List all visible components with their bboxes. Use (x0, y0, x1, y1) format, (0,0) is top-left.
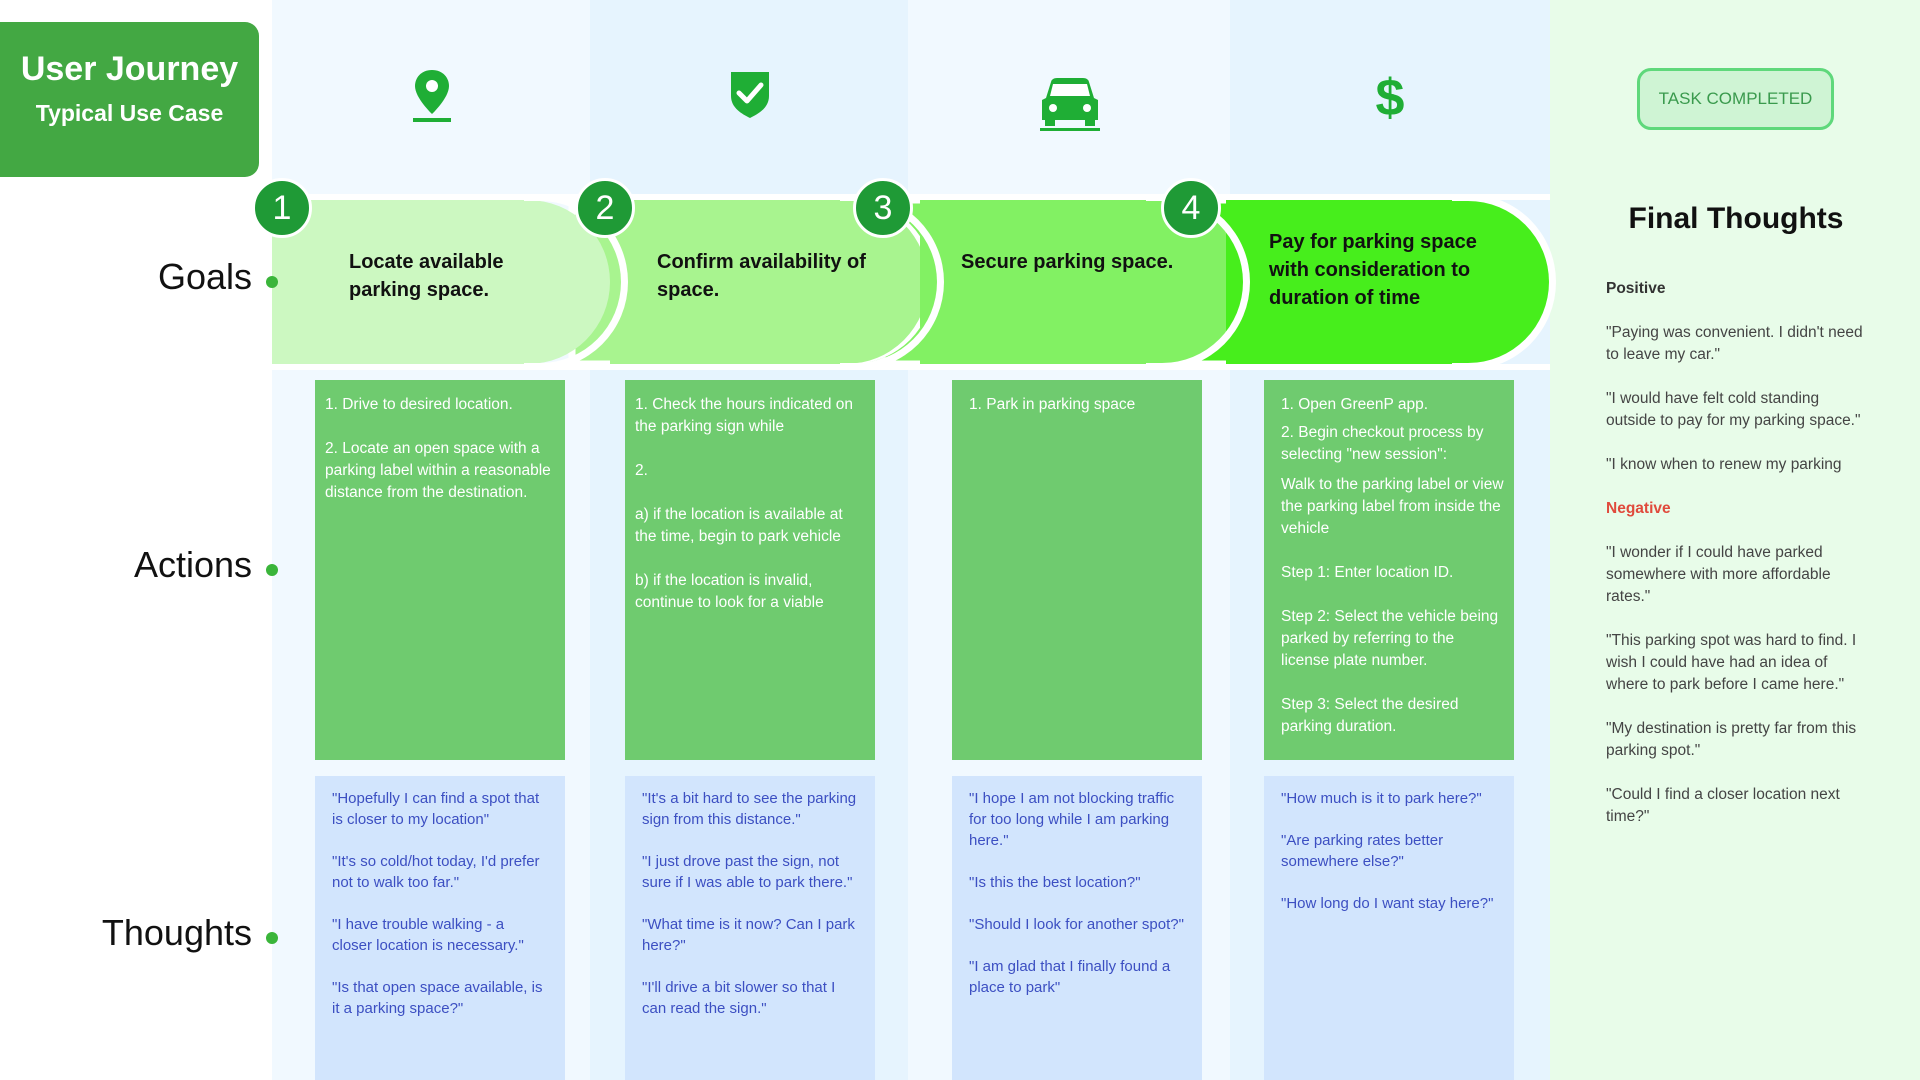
action-item: 1. Check the hours indicated on the park… (635, 396, 853, 435)
action-item: Step 1: Enter location ID. (1281, 564, 1454, 581)
final-thoughts-bg (1550, 0, 1920, 1080)
row-label-thoughts: Thoughts (101, 912, 252, 953)
thought-item: "How much is it to park here?" (1281, 790, 1482, 807)
actions-box-1: 1. Drive to desired location. 2. Locate … (315, 380, 565, 760)
thought-item: "I just drove past the sign, not sure if… (642, 853, 853, 891)
action-item: 2. (635, 462, 648, 479)
location-pin-icon (413, 70, 451, 122)
negative-thought: "I wonder if I could have parked somewhe… (1606, 544, 1831, 605)
action-item: b) if the location is invalid, continue … (635, 572, 824, 611)
goal-text-4: Pay for parking space with consideration… (1269, 231, 1477, 309)
action-item: a) if the location is available at the t… (635, 506, 843, 545)
action-item: 2. Locate an open space with a parking l… (325, 440, 551, 501)
final-thoughts-list: Positive "Paying was convenient. I didn'… (1606, 278, 1866, 850)
final-thoughts-title: Final Thoughts (1628, 202, 1844, 235)
goal-text-3: Secure parking space. (961, 251, 1174, 273)
thoughts-box-1: "Hopefully I can find a spot that is clo… (315, 776, 565, 1080)
page-title: User Journey (20, 50, 239, 88)
thought-item: "Are parking rates better somewhere else… (1281, 832, 1444, 870)
negative-thought: "Could I find a closer location next tim… (1606, 786, 1840, 825)
step-number-4: 4 (1161, 178, 1221, 238)
goal-text-2: Confirm availability of space. (657, 251, 866, 301)
row-label-actions: Actions (133, 544, 252, 585)
negative-heading: Negative (1606, 500, 1671, 517)
action-item: 1. Drive to desired location. (325, 396, 513, 413)
positive-thought: "Paying was convenient. I didn't need to… (1606, 324, 1863, 363)
row-dot-thoughts (266, 932, 278, 944)
action-item: Walk to the parking label or view the pa… (1281, 476, 1504, 537)
negative-thought: "My destination is pretty far from this … (1606, 720, 1857, 759)
task-completed-badge: TASK COMPLETED (1637, 68, 1834, 130)
actions-box-4: 1. Open GreenP app. 2. Begin checkout pr… (1264, 380, 1514, 760)
thought-item: "I hope I am not blocking traffic for to… (969, 790, 1175, 849)
thoughts-box-4: "How much is it to park here?" "Are park… (1264, 776, 1514, 1080)
step-number-1: 1 (252, 178, 312, 238)
actions-box-2: 1. Check the hours indicated on the park… (625, 380, 875, 760)
positive-thought: "I know when to renew my parking (1606, 456, 1842, 473)
page-subtitle: Typical Use Case (35, 100, 224, 126)
thought-item: "It's so cold/hot today, I'd prefer not … (332, 853, 540, 891)
dollar-sign-icon: $ (1375, 69, 1405, 127)
positive-thought: "I would have felt cold standing outside… (1606, 390, 1861, 429)
row-label-goals: Goals (157, 256, 252, 297)
step-number-3: 3 (853, 178, 913, 238)
row-dot-actions (266, 564, 278, 576)
thought-item: "I am glad that I finally found a place … (969, 958, 1171, 996)
thought-item: "What time is it now? Can I park here?" (642, 916, 855, 954)
thought-item: "Should I look for another spot?" (969, 916, 1184, 933)
negative-thought: "This parking spot was hard to find. I w… (1606, 632, 1857, 693)
thought-item: "I'll drive a bit slower so that I can r… (642, 979, 836, 1017)
goal-text-1: Locate available parking space. (349, 251, 504, 301)
action-item: 1. Open GreenP app. (1281, 396, 1429, 413)
row-dot-goals (266, 276, 278, 288)
action-item: Step 3: Select the desired parking durat… (1281, 696, 1459, 735)
thoughts-box-2: "It's a bit hard to see the parking sign… (625, 776, 875, 1080)
action-item: 2. Begin checkout process by selecting "… (1281, 424, 1484, 463)
thought-item: "Is that open space available, is it a p… (332, 979, 543, 1017)
thought-item: "It's a bit hard to see the parking sign… (642, 790, 857, 828)
shield-check-icon (731, 72, 769, 118)
thought-item: "Is this the best location?" (969, 874, 1141, 891)
step-number-2: 2 (575, 178, 635, 238)
thoughts-box-3: "I hope I am not blocking traffic for to… (952, 776, 1202, 1080)
thought-item: "I have trouble walking - a closer locat… (332, 916, 524, 954)
title-card: User Journey Typical Use Case (0, 22, 259, 177)
thought-item: "How long do I want stay here?" (1281, 895, 1494, 912)
actions-box-3: 1. Park in parking space (952, 380, 1202, 760)
action-item: 1. Park in parking space (969, 396, 1136, 413)
thought-item: "Hopefully I can find a spot that is clo… (332, 790, 540, 828)
positive-heading: Positive (1606, 280, 1666, 297)
car-icon (1040, 78, 1100, 131)
action-item: Step 2: Select the vehicle being parked … (1281, 608, 1499, 669)
